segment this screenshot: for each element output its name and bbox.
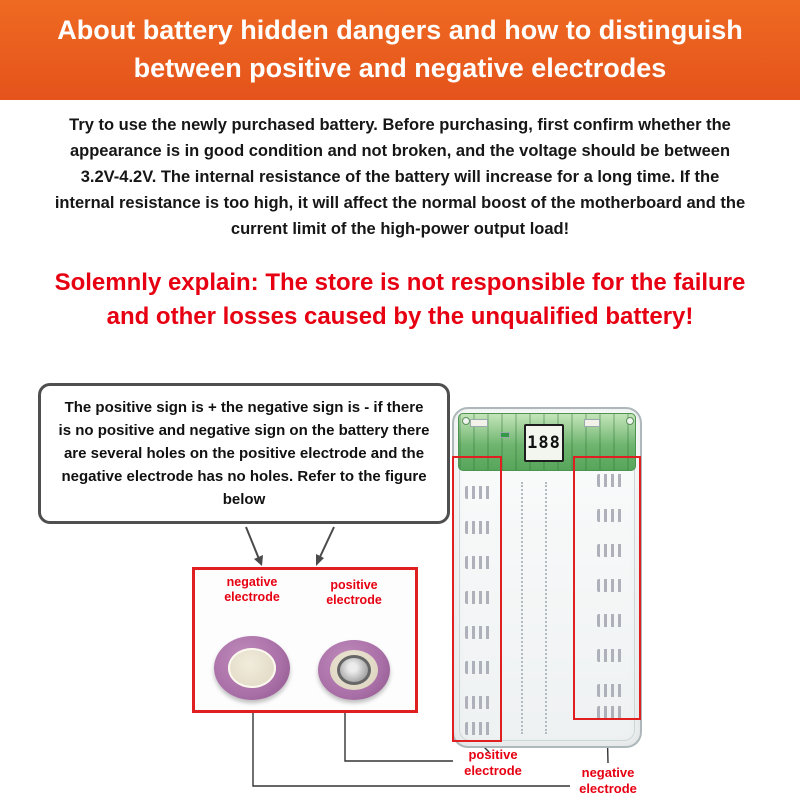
arrow-down-icon [245, 526, 260, 560]
warning-text: Solemnly explain: The store is not respo… [54, 269, 746, 330]
spring-contact-icon [597, 649, 623, 662]
spring-contact-icon [597, 474, 623, 487]
pcb-component [500, 432, 510, 438]
screw-hole-icon [626, 417, 634, 425]
highlight-positive-column [452, 456, 502, 742]
spring-contact-icon [597, 509, 623, 522]
spring-contact-icon [465, 626, 491, 639]
spring-contact-icon [597, 614, 623, 627]
spring-contact-icon [597, 706, 623, 719]
screw-hole-icon [462, 417, 470, 425]
spring-contact-icon [465, 556, 491, 569]
negative-electrode-label: negative electrode [224, 575, 280, 604]
pcb-component [470, 419, 488, 427]
arrow-head-icon [254, 555, 263, 566]
battery-negative-flat-surface [228, 648, 276, 688]
header-banner: About battery hidden dangers and how to … [0, 0, 800, 100]
spring-contact-icon [465, 722, 491, 735]
arrow-down-icon [318, 526, 335, 560]
arrow-head-icon [316, 554, 324, 566]
note-box: The positive sign is + the negative sign… [38, 383, 450, 524]
pcb-component [584, 419, 600, 427]
battery-level-display: 188 [524, 424, 564, 462]
spring-contact-icon [597, 579, 623, 592]
spring-contact-icon [465, 521, 491, 534]
spring-contact-icon [465, 696, 491, 709]
spring-contact-icon [597, 544, 623, 557]
powerbank-negative-label: negative electrode [579, 765, 637, 796]
page-title: About battery hidden dangers and how to … [57, 15, 743, 83]
leader-line [344, 713, 453, 762]
spring-contact-icon [465, 661, 491, 674]
highlight-negative-column [573, 456, 641, 720]
slot-divider-dotted-line [521, 482, 523, 734]
spring-contact-icon [465, 486, 491, 499]
spring-contact-icon [597, 684, 623, 697]
spring-contact-icon [465, 591, 491, 604]
intro-paragraph: Try to use the newly purchased battery. … [54, 116, 746, 238]
slot-divider-dotted-line [545, 482, 547, 734]
powerbank-positive-label: positive electrode [464, 747, 522, 778]
positive-electrode-label: positive electrode [326, 578, 382, 607]
battery-positive-cap [337, 655, 371, 685]
